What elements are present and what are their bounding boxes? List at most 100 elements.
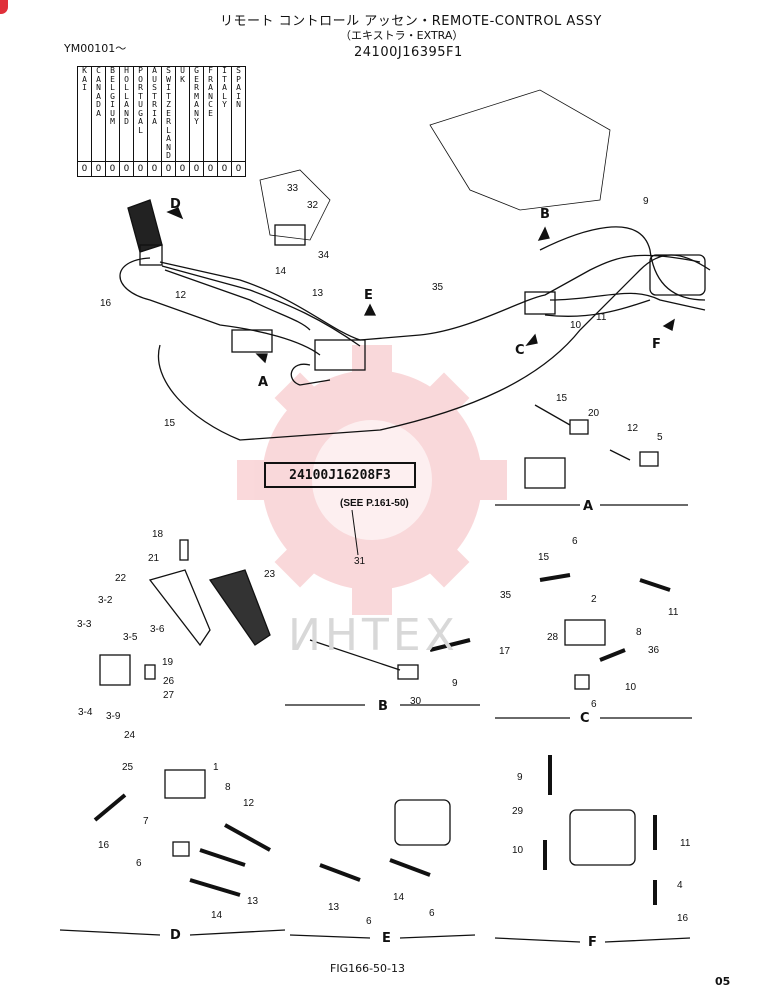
callout: 3-2: [98, 595, 113, 606]
callout: 8: [636, 627, 642, 638]
country-name: HOLLAND: [124, 66, 129, 126]
control-valve-e: [314, 339, 366, 371]
figure-number: FIG166-50-13: [330, 962, 406, 975]
arrow-d-icon: [166, 207, 184, 220]
section-title-e: E: [382, 931, 391, 946]
bracket-3-9: [99, 654, 131, 686]
part-code: 24100J16395F1: [354, 45, 463, 60]
section-title-a: A: [583, 499, 594, 514]
pedal-valve: [139, 244, 163, 266]
callout: 13: [247, 896, 259, 907]
valve-a: [524, 457, 566, 489]
callout: 9: [452, 678, 458, 689]
hose-d14: [189, 878, 241, 897]
callout: 12: [627, 423, 639, 434]
callout: 6: [591, 699, 597, 710]
callout: 6: [429, 908, 435, 919]
valve-block-c: [524, 291, 556, 315]
callout: 32: [307, 200, 319, 211]
hose-c11: [639, 578, 671, 592]
hose-bundle: [159, 254, 701, 341]
callout: 15: [556, 393, 568, 404]
hose-d13: [199, 848, 246, 867]
section-title-b: B: [378, 699, 388, 714]
country-name: FRANCE: [208, 66, 213, 118]
valve-block-a: [231, 329, 273, 353]
view-c-marker: C: [515, 343, 525, 358]
callout: 23: [264, 569, 276, 580]
country-name: AUSTRIA: [152, 66, 157, 126]
callout: 16: [98, 840, 110, 851]
valve-d: [164, 769, 206, 799]
hose-16: [119, 257, 321, 356]
callout: 11: [668, 607, 679, 618]
callout: 13: [312, 288, 324, 299]
hose-c10: [599, 648, 626, 662]
ref-leader: [351, 509, 359, 556]
callout: 14: [275, 266, 287, 277]
callout: 3-9: [106, 711, 121, 722]
fitting-a12: [609, 449, 631, 461]
country-name: CANADA: [96, 66, 101, 118]
valve-block-f: [649, 254, 706, 296]
fitting-b30: [397, 664, 419, 680]
callout: 3-6: [150, 624, 165, 635]
hose-c15: [539, 573, 571, 582]
callout: 11: [680, 838, 691, 849]
callout: 27: [163, 690, 175, 701]
callout: 8: [225, 782, 231, 793]
callout: 1: [213, 762, 219, 773]
hose-15: [157, 254, 711, 441]
callout: 15: [164, 418, 176, 429]
view-f-marker: F: [652, 337, 661, 352]
callout: 3-5: [123, 632, 138, 643]
callout: 15: [538, 552, 550, 563]
view-b-marker: B: [540, 207, 550, 222]
callout: 5: [657, 432, 663, 443]
callout: 22: [115, 573, 127, 584]
callout: 17: [499, 646, 511, 657]
country-mark: O: [133, 160, 148, 177]
hose-9: [539, 226, 706, 301]
country-name: GERMANY: [194, 66, 199, 126]
view-d-marker: D: [170, 197, 181, 212]
callout: 12: [243, 798, 255, 809]
callout: 33: [287, 183, 299, 194]
corner-tab: [0, 0, 8, 14]
callout: 35: [432, 282, 444, 293]
arrow-a-icon: [255, 353, 268, 364]
callout: 19: [162, 657, 174, 668]
callout: 35: [500, 590, 512, 601]
page-subtitle: （エキストラ・EXTRA）: [340, 29, 464, 42]
page-title: リモート コントロール アッセン・REMOTE-CONTROL ASSY: [220, 14, 602, 29]
callout-31: 31: [354, 556, 366, 567]
country-name: PORTUGAL: [138, 66, 143, 135]
hose-a15: [534, 404, 571, 426]
serial-range: YM00101～: [64, 42, 127, 55]
bolt-18: [179, 539, 189, 561]
callout: 34: [318, 250, 330, 261]
callout: 9: [643, 196, 649, 207]
callout: 14: [211, 910, 223, 921]
country-name-cell: SPAIN: [231, 66, 246, 162]
arrow-b-icon: [537, 226, 550, 241]
country-name: KAI: [82, 66, 87, 92]
country-name-cell: SWITZER LAND: [161, 66, 176, 162]
hose-d12: [224, 823, 271, 852]
callout: 7: [143, 816, 149, 827]
section-title-c: C: [580, 711, 590, 726]
country-name: SWITZER LAND: [166, 66, 171, 160]
country-mark: O: [231, 160, 246, 177]
hose-14: [290, 363, 331, 386]
arrow-c-icon: [525, 333, 538, 346]
pedal-shape: [127, 199, 163, 253]
callout: 16: [100, 298, 112, 309]
callout: 2: [591, 594, 597, 605]
country-name: ITALY: [222, 66, 227, 109]
callout: 28: [547, 632, 559, 643]
section-title-d: D: [170, 928, 181, 943]
page-number: 05: [715, 975, 731, 988]
hose-b: [309, 639, 401, 671]
hose-12: [164, 269, 311, 331]
